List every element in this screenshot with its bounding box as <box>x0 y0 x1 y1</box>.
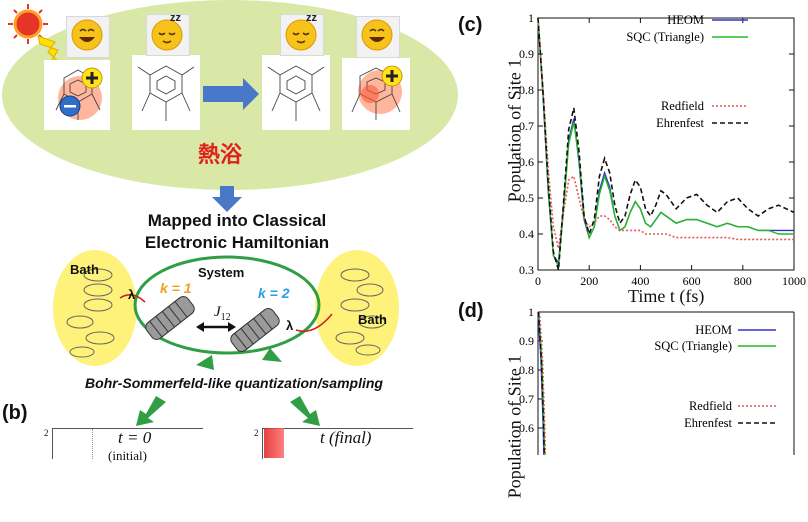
bath-left-label: Bath <box>70 262 99 277</box>
molecule-4-icon <box>342 58 410 130</box>
chart-c-ytick-label: 0.5 <box>519 191 534 205</box>
chart-c-ytick-label: 0.8 <box>519 83 534 97</box>
oscillator-2-icon <box>230 308 280 352</box>
chart-c-xlabel: Time t (fs) <box>628 286 705 306</box>
chart-d-series-ehrenfest <box>537 311 545 455</box>
sampling-arrow-left-icon <box>196 355 214 370</box>
chart-c-legend-label: HEOM <box>667 13 704 27</box>
bath-right-label: Bath <box>358 312 387 327</box>
chart-c-xtick-label: 1000 <box>782 274 806 288</box>
k2-label: k = 2 <box>258 285 290 301</box>
system-oval <box>133 255 321 355</box>
right-bath-coils <box>335 268 386 356</box>
system-label: System <box>198 265 245 280</box>
chart-d-ytick-label: 0.9 <box>519 334 534 348</box>
left-bath-coils <box>66 268 115 358</box>
chart-c-xtick-label: 600 <box>683 274 701 288</box>
panel-b-arrows <box>136 396 320 426</box>
chart-c-ytick-label: 0.6 <box>519 155 534 169</box>
quantization-caption: Bohr-Sommerfeld-like quantization/sampli… <box>85 375 383 391</box>
final-plot-tick: 2 <box>254 428 259 438</box>
final-plot-red-cloud <box>264 428 284 458</box>
initial-subtitle: (initial) <box>108 448 147 463</box>
arrow-to-final-icon <box>290 396 320 426</box>
initial-plot-frame <box>52 428 203 459</box>
chart-c-legend-label: Ehrenfest <box>656 116 704 130</box>
chart-c-legend-label: SQC (Triangle) <box>626 30 704 44</box>
chart-c-ytick-label: 0.3 <box>519 263 534 277</box>
chart-c-xtick-label: 0 <box>535 274 541 288</box>
chart-c-ytick-label: 0.7 <box>519 119 534 133</box>
sun-icon <box>8 4 48 44</box>
panel-b-label: (b) <box>2 402 28 424</box>
happy-face-icon <box>71 19 103 51</box>
chart-d-series-redfield <box>538 311 547 455</box>
molecule-3-icon <box>262 55 330 130</box>
initial-plot-tick: 2 <box>44 428 49 438</box>
sleeping-face-icon <box>151 19 183 51</box>
sleep-z-text: zz <box>170 12 181 24</box>
chart-d-legend-label: SQC (Triangle) <box>654 339 732 353</box>
k1-label: k = 1 <box>160 280 192 296</box>
initial-title: t = 0 <box>118 428 152 447</box>
coupling-subscript: 12 <box>220 312 231 323</box>
chart-c-ytick-label: 1 <box>528 11 534 25</box>
chart-c-legend-label: Redfield <box>661 99 705 113</box>
happy-face-icon-2 <box>361 19 393 51</box>
coupling-symbol: J <box>214 304 221 320</box>
series-redfield <box>537 17 794 249</box>
chart-c-ytick-label: 0.9 <box>519 47 534 61</box>
chart-d-ytick-label: 0.6 <box>519 421 534 435</box>
initial-plot-gridline <box>92 429 93 459</box>
molecule-2-icon <box>132 55 200 130</box>
system-bath-diagram <box>53 250 399 370</box>
final-title: t (final) <box>320 428 372 447</box>
series-sqc-triangle <box>537 17 794 270</box>
chart-c-xtick-label: 400 <box>631 274 649 288</box>
chart-d-legend-label: HEOM <box>695 323 732 337</box>
chart-c-xtick-label: 800 <box>734 274 752 288</box>
mapping-caption-line2: Electronic Hamiltonian <box>144 233 330 252</box>
molecule-1-icon <box>44 60 110 130</box>
chart-d-ytick-label: 0.7 <box>519 392 534 406</box>
transfer-arrow-icon <box>203 78 259 110</box>
chart-c-ylabel: Population of Site 1 <box>504 58 525 203</box>
oscillator-1-icon <box>145 296 195 340</box>
sleeping-face-icon-2 <box>285 19 317 51</box>
chart-c: 0.3 0.4 0.5 0.6 0.7 0.8 0.9 1 0 200 400 600 800 1000 H… <box>519 11 806 288</box>
chart-c-xtick-label: 200 <box>580 274 598 288</box>
lambda-right-label: λ <box>286 318 294 333</box>
coupling-label: J12 <box>214 304 231 323</box>
chart-d-legend-label: Ehrenfest <box>684 416 732 430</box>
arrow-to-initial-icon <box>136 396 166 426</box>
panel-d-label: (d) <box>458 300 484 322</box>
mapping-arrow-icon <box>212 186 242 212</box>
sampling-arrow-right-icon <box>262 348 282 362</box>
chart-c-frame <box>537 17 795 271</box>
mapping-caption-line1: Mapped into Classical <box>147 211 327 230</box>
chart-d-ytick-label: 0.8 <box>519 363 534 377</box>
chart-d-legend-label: Redfield <box>689 399 733 413</box>
chart-d-ytick-label: 1 <box>528 305 534 319</box>
panel-c-label: (c) <box>458 14 483 36</box>
chart-d-ylabel: Population of Site 1 <box>504 354 525 499</box>
sleep-z-text-2: zz <box>306 12 317 24</box>
series-ehrenfest <box>537 17 795 271</box>
chart-c-ytick-label: 0.4 <box>519 227 534 241</box>
system-bath-coupling-arrows <box>119 294 333 333</box>
final-plot-frame <box>262 428 413 459</box>
coupling-arrow-icon <box>196 322 236 332</box>
bath-label: 熱浴 <box>198 143 243 168</box>
lambda-left-label: λ <box>128 287 136 302</box>
bath-left-blob <box>53 250 137 366</box>
